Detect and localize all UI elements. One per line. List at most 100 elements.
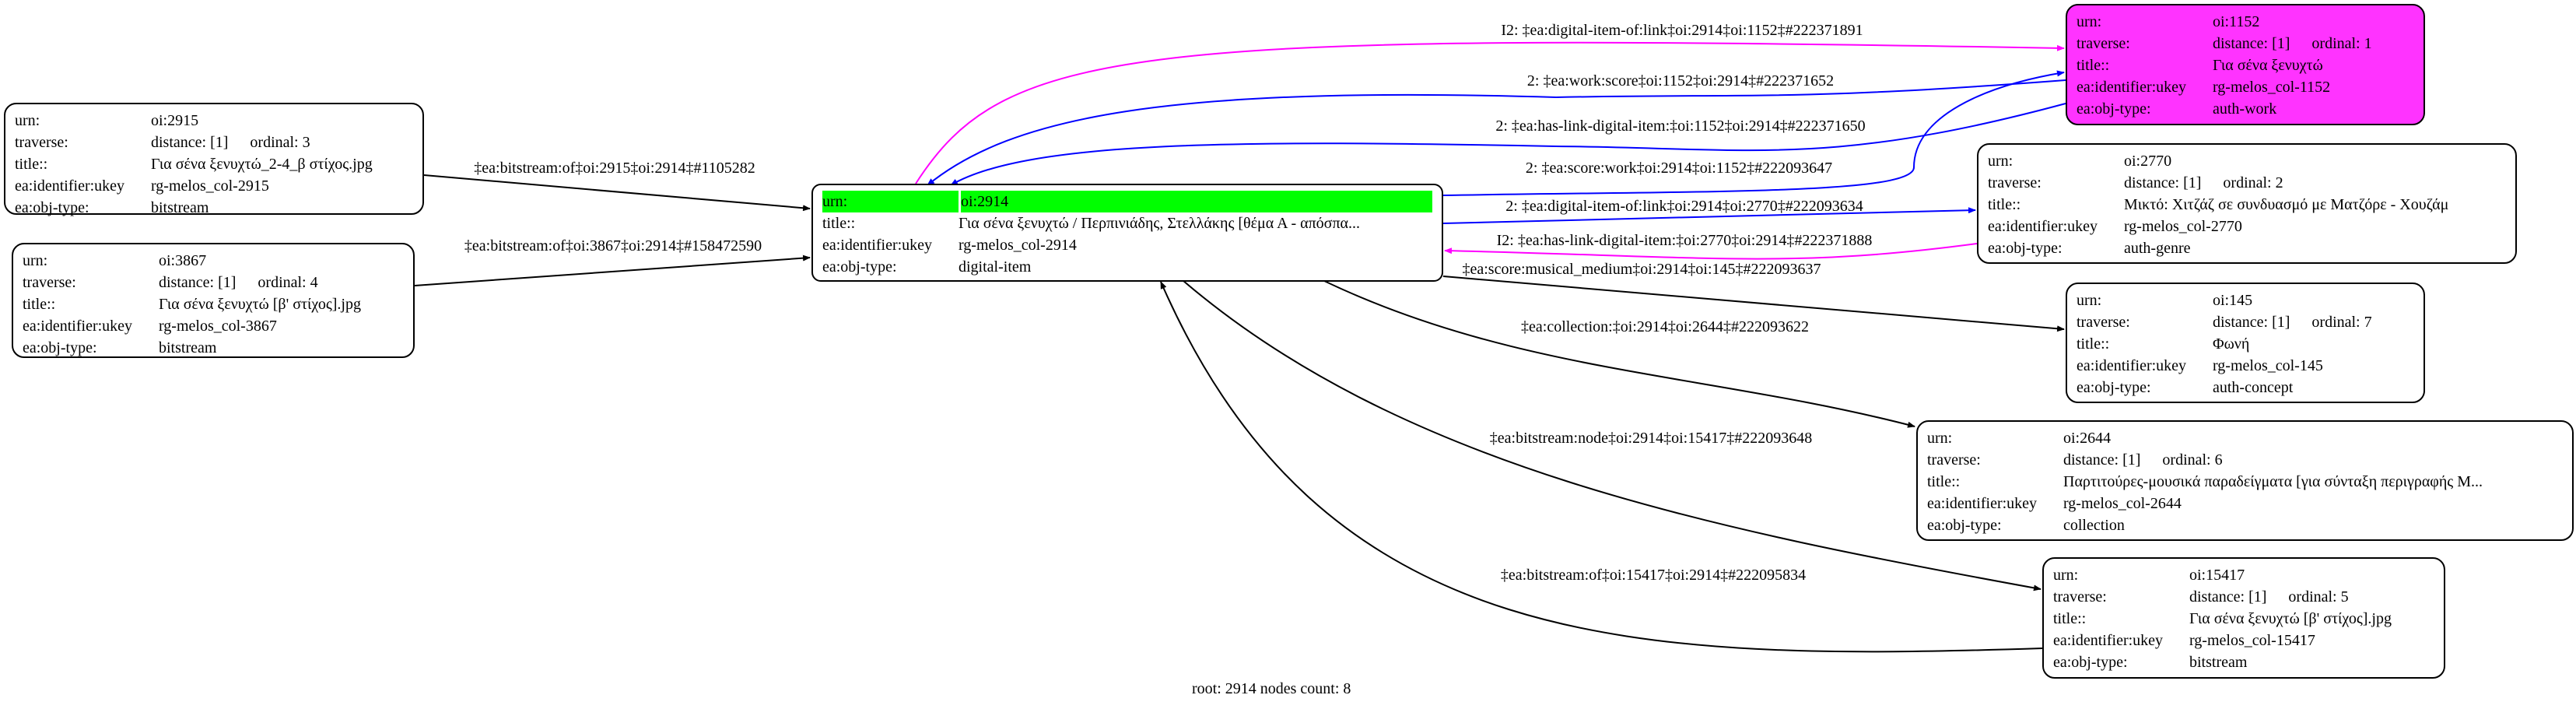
node-row-obj-type: ea:obj-type:bitstream: [15, 197, 413, 219]
row-value: rg-melos_col-2770: [2124, 218, 2242, 235]
edge-2914-to-1152: [915, 41, 2065, 184]
row-key: ea:obj-type:: [822, 258, 897, 276]
row-key: urn:: [1927, 430, 1953, 447]
node-row-urn: urn: oi:15417: [2053, 564, 2434, 586]
ordinal-value: ordinal: 6: [2162, 451, 2223, 469]
edge-2914-to-1152: [1442, 70, 2065, 196]
row-value: auth-work: [2213, 100, 2277, 118]
node-oi-2644[interactable]: urn:oi:2644 traverse: distance: [1]ordinal…: [1916, 420, 2574, 541]
edge-label: 2: ‡ea:score:work‡oi:2914‡oi:1152‡#22209…: [1526, 160, 1832, 177]
row-value: oi:2915: [151, 112, 199, 129]
node-row-urn: urn:oi:2644: [1927, 427, 2563, 449]
node-row-ukey: ea:identifier:ukey rg-melos_col-2770: [1988, 216, 2506, 237]
row-value: bitstream: [159, 339, 217, 356]
node-row-traverse: traverse:distance: [1]ordinal: 4: [23, 272, 404, 293]
row-key: urn:: [2077, 292, 2102, 309]
row-value: oi:3867: [159, 252, 207, 269]
row-key: title::: [2077, 57, 2110, 74]
distance-value: distance: [1]: [151, 134, 229, 151]
row-value: oi:2914: [961, 193, 1009, 210]
row-key: ea:identifier:ukey: [2053, 632, 2164, 649]
edge-label: I2: ‡ea:digital-item-of:link‡oi:2914‡oi:…: [1501, 22, 1863, 39]
row-key: traverse:: [2077, 35, 2130, 52]
node-row-title: title::Για σένα ξενυχτώ: [2077, 54, 2414, 76]
edge-label: ‡ea:collection:‡oi:2914‡oi:2644‡#2220936…: [1521, 318, 1809, 335]
row-key: traverse:: [1927, 451, 1981, 469]
row-value: rg-melos_col-2915: [151, 177, 269, 195]
traverse-value: distance: [1]ordinal: 1: [2213, 33, 2414, 54]
node-row-obj-type: ea:obj-type:auth-genre: [1988, 237, 2506, 259]
row-value: rg-melos_col-2644: [2063, 495, 2182, 512]
row-key: ea:identifier:ukey: [2077, 357, 2187, 374]
traverse-value: distance: [1]ordinal: 7: [2213, 311, 2414, 333]
row-key: ea:identifier:ukey: [1988, 218, 2098, 235]
edge-label: I2: ‡ea:has-link-digital-item:‡oi:2770‡o…: [1497, 232, 1873, 249]
row-key: ea:obj-type:: [2077, 100, 2151, 118]
row-value: rg-melos_col-1152: [2213, 79, 2331, 96]
row-key: urn:: [2077, 13, 2102, 30]
row-key: urn:: [15, 112, 40, 129]
traverse-value: distance: [1]ordinal: 3: [151, 132, 413, 153]
row-key: traverse:: [2053, 588, 2107, 605]
row-key: urn:: [2053, 567, 2079, 584]
edge-2914-to-15417: [1182, 279, 2042, 591]
traverse-value: distance: [1] ordinal: 4: [159, 272, 404, 293]
traverse-value: distance: [1]ordinal: 6: [2063, 449, 2563, 471]
row-value: rg-melos_col-3867: [159, 318, 277, 335]
node-row-urn: urn:oi:1152: [2077, 11, 2414, 33]
row-value: Για σένα ξενυχτώ: [2213, 57, 2323, 74]
edge-label: ‡ea:bitstream:of‡oi:2915‡oi:2914‡#110528…: [474, 160, 755, 177]
edge-2914-to-145: [1442, 276, 2065, 332]
distance-value: distance: [1]: [2189, 588, 2267, 605]
node-row-obj-type: ea:obj-type:bitstream: [2053, 651, 2434, 673]
row-value: Για σένα ξενυχτώ [β' στίχος].jpg: [159, 296, 361, 313]
node-row-obj-type: ea:obj-type: collection: [1927, 514, 2563, 536]
row-key: urn:: [822, 191, 961, 212]
row-value: rg-melos_col-145: [2213, 357, 2323, 374]
row-key: ea:obj-type:: [15, 199, 89, 216]
ordinal-value: ordinal: 7: [2311, 314, 2372, 331]
row-value: Για σένα ξενυχτώ / Περπινιάδης, Στελλάκη…: [959, 215, 1361, 232]
row-value: bitstream: [2189, 654, 2248, 671]
node-row-obj-type: ea:obj-type: auth-work: [2077, 98, 2414, 120]
row-value: oi:15417: [2189, 567, 2245, 584]
row-key: title::: [1927, 473, 1961, 490]
node-row-obj-type: ea:obj-type: digital-item: [822, 256, 1432, 278]
row-value: collection: [2063, 517, 2125, 534]
node-row-traverse: traverse: distance: [1]ordinal: 6: [1927, 449, 2563, 471]
node-oi-145[interactable]: urn: oi:145 traverse: distance: [1]ordinal:…: [2066, 283, 2425, 403]
edge-2770-to-2914: [1444, 243, 1978, 260]
edge-label: ‡ea:bitstream:node‡oi:2914‡oi:15417‡#222…: [1490, 430, 1812, 447]
row-value: oi:145: [2213, 292, 2253, 309]
ordinal-value: ordinal: 4: [258, 274, 318, 291]
node-row-title: title::Για σένα ξενυχτώ_2-4_β στίχος.jpg: [15, 153, 413, 175]
ordinal-value: ordinal: 1: [2311, 35, 2372, 52]
row-key: traverse:: [2077, 314, 2130, 331]
node-row-title: title::Για σένα ξενυχτώ [β' στίχος].jpg: [2053, 608, 2434, 630]
row-key: ea:obj-type:: [1927, 517, 2002, 534]
row-key: title::: [2053, 610, 2087, 627]
node-row-title: title::Μικτό: Χιτζάζ σε συνδυασμό με Ματ…: [1988, 194, 2506, 216]
row-key: title::: [2077, 335, 2110, 353]
node-row-urn: urn:oi:2770: [1988, 150, 2506, 172]
node-row-ukey: ea:identifier:ukey rg-melos_col-145: [2077, 355, 2414, 377]
row-key: urn:: [1988, 153, 2013, 170]
node-row-urn: urn:oi:3867: [23, 250, 404, 272]
row-value: digital-item: [959, 258, 1032, 276]
row-key: ea:identifier:ukey: [2077, 79, 2187, 96]
graph-footer: root: 2914 nodes count: 8: [1192, 680, 1351, 697]
edge-1152-to-2914: [950, 103, 2066, 186]
node-row-traverse: traverse: distance: [1]ordinal: 1: [2077, 33, 2414, 54]
node-row-title: title::Φωνή: [2077, 333, 2414, 355]
node-oi-1152[interactable]: urn:oi:1152 traverse: distance: [1]ordinal…: [2066, 4, 2425, 125]
distance-value: distance: [1]: [159, 274, 237, 291]
row-value: Μικτό: Χιτζάζ σε συνδυασμό με Ματζόρε - …: [2124, 196, 2449, 213]
